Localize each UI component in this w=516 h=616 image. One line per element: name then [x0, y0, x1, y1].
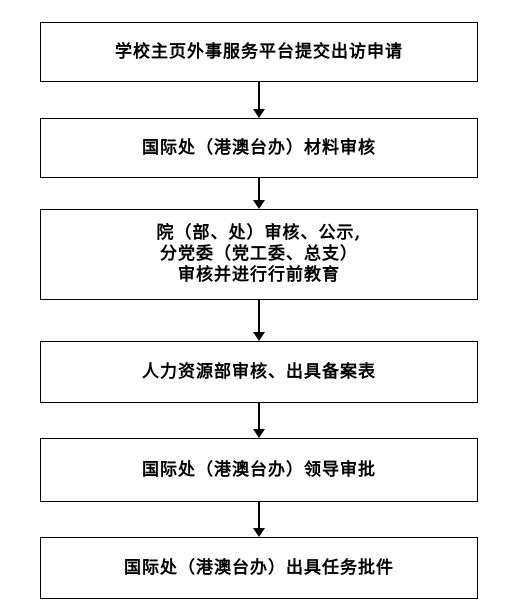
step-text-line-1: 院（部、处）审核、公示, — [156, 223, 362, 243]
arrow-head — [253, 332, 265, 341]
arrow-connector — [258, 502, 260, 528]
arrow-head — [253, 200, 265, 209]
arrow-head — [253, 528, 265, 537]
arrow-connector — [258, 178, 260, 200]
step-text: 国际处（港澳台办）材料审核 — [142, 137, 376, 158]
step-department-review: 院（部、处）审核、公示, 分党委（党工委、总支） 审核并进行行前教育 — [40, 209, 478, 300]
step-text: 学校主页外事服务平台提交出访申请 — [115, 41, 403, 62]
arrow-connector — [258, 300, 260, 332]
arrow-connector — [258, 82, 260, 109]
step-text: 国际处（港澳台办）领导审批 — [142, 459, 376, 480]
step-leader-approval: 国际处（港澳台办）领导审批 — [40, 438, 478, 502]
step-text: 人力资源部审核、出具备案表 — [142, 361, 376, 382]
step-text-line-2: 分党委（党工委、总支） — [160, 244, 358, 264]
step-submit-application: 学校主页外事服务平台提交出访申请 — [40, 22, 478, 82]
step-text-line-3: 审核并进行行前教育 — [178, 265, 340, 285]
step-text: 国际处（港澳台办）出具任务批件 — [124, 557, 394, 578]
arrow-head — [253, 429, 265, 438]
arrow-head — [253, 109, 265, 118]
arrow-connector — [258, 403, 260, 429]
step-materials-review: 国际处（港澳台办）材料审核 — [40, 118, 478, 178]
step-hr-review: 人力资源部审核、出具备案表 — [40, 341, 478, 403]
step-issue-approval: 国际处（港澳台办）出具任务批件 — [40, 537, 478, 599]
